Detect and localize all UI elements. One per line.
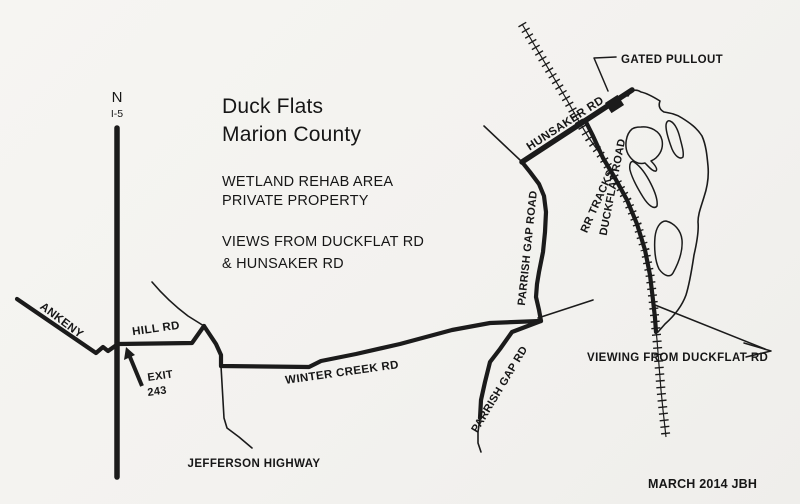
gated-pullout-leader-line <box>593 56 617 92</box>
label-winter-creek-rd: WINTER CREEK RD <box>285 359 400 387</box>
label-jefferson-highway: JEFFERSON HIGHWAY <box>188 458 321 470</box>
exit-arrow-shaft <box>128 356 144 387</box>
interstate-label: I-5 <box>111 108 123 120</box>
wetland-pond-south <box>653 220 683 277</box>
map-title-line1: Duck Flats <box>222 95 323 118</box>
road-winter-creek <box>201 318 543 370</box>
north-indicator: N <box>112 89 123 106</box>
road-jefferson-highway <box>220 365 253 449</box>
wetland-boundary <box>627 89 710 333</box>
gated-pullout-marker <box>604 94 625 114</box>
label-ankeny: ANKENY <box>37 301 85 341</box>
note-views-line2: & HUNSAKER RD <box>222 256 344 272</box>
label-hill-rd: HILL RD <box>132 320 181 339</box>
wetland-pond-kidney <box>625 126 664 172</box>
viewing-arrowhead <box>743 342 772 358</box>
label-exit-number: 243 <box>147 384 168 399</box>
note-rehab-line2: PRIVATE PROPERTY <box>222 193 369 209</box>
note-views-line1: VIEWS FROM DUCKFLAT RD <box>222 234 424 250</box>
label-gated-pullout: GATED PULLOUT <box>621 54 723 66</box>
road-parrish-gap-lower-tail <box>477 417 482 453</box>
map-title-line2: Marion County <box>222 123 361 146</box>
label-exit-word: EXIT <box>147 369 174 384</box>
map-credit: MARCH 2014 JBH <box>648 477 757 491</box>
label-parrish-gap-rd-lower: PARRISH GAP RD <box>469 344 530 435</box>
viewing-leader-line <box>654 304 766 350</box>
road-ankeny <box>14 296 121 356</box>
road-hill <box>115 323 207 347</box>
road-stub-at-junction <box>537 299 594 319</box>
wetland-pond-long <box>629 160 658 209</box>
exit-arrow-head <box>124 347 135 360</box>
road-unnamed-northwest <box>151 281 205 327</box>
road-parrish-gap-lower <box>477 318 544 421</box>
railroad-centerline <box>521 23 667 438</box>
note-rehab-line1: WETLAND REHAB AREA <box>222 174 393 190</box>
road-parrish-gap-upper <box>519 159 549 324</box>
label-viewing-from-duckflat: VIEWING FROM DUCKFLAT RD <box>587 352 768 364</box>
wetland-pond-sliver <box>665 120 684 159</box>
road-hunsaker-feeder <box>483 125 521 161</box>
